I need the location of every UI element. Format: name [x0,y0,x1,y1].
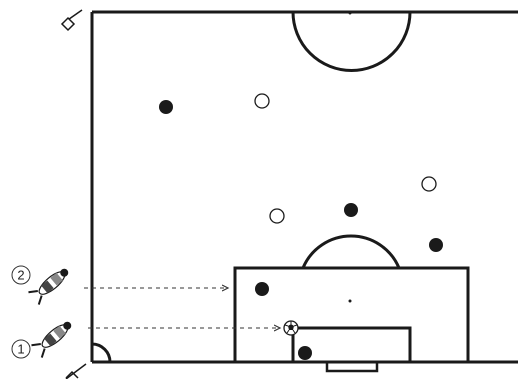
light-players [255,94,436,223]
center-circle-arc [293,12,410,71]
penalty-spot [349,300,352,303]
penalty-arc [303,236,399,268]
pitch-lines [92,12,518,371]
light-player [255,94,269,108]
label-1-text: 1 [17,342,24,357]
label-2-text: 2 [17,268,24,283]
soccer-ball-icon [284,321,298,335]
dark-player [344,203,358,217]
center-spot [349,12,352,15]
light-player [270,209,284,223]
dark-players [159,100,443,360]
corner-arc [92,344,110,362]
label-1-badge: 1 [12,340,30,358]
player-running-icon [31,317,75,358]
player-running-icon [28,264,72,305]
corner-flag-icon [66,364,86,379]
corner-flag-icon [62,10,82,30]
label-2-badge: 2 [12,266,30,284]
dark-player [429,238,443,252]
penalty-box [235,268,468,362]
light-player [422,177,436,191]
dark-player [159,100,173,114]
dark-player [298,346,312,360]
dark-player [255,282,269,296]
